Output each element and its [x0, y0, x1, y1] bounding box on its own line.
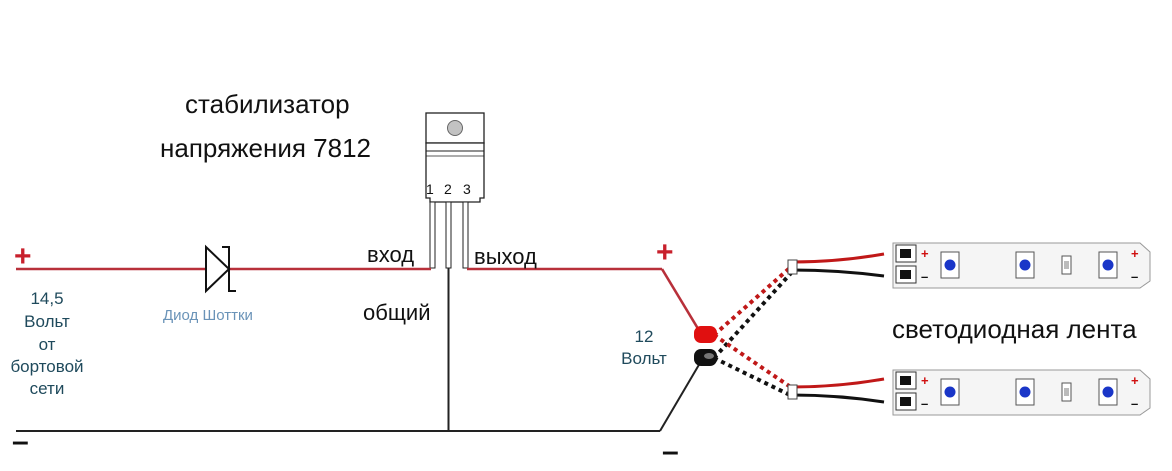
regulator-pin-1 [429, 201, 436, 269]
svg-text:бортовой: бортовой [10, 357, 83, 376]
strip-top-resistor [1061, 255, 1072, 275]
output-voltage-label: 12 Вольт [621, 327, 667, 368]
diode-cathode-bar [222, 246, 236, 292]
connector-positive [694, 326, 717, 343]
schottky-diode [205, 244, 236, 294]
strip-top-negative-lead [712, 270, 794, 360]
svg-text:Вольт: Вольт [621, 349, 667, 368]
output-connector [694, 326, 717, 366]
common-label: общий [363, 300, 431, 325]
strip-top-positive-lead [712, 264, 794, 337]
strip-bottom-led-3 [1098, 378, 1118, 406]
ground-to-connector-wire [659, 362, 701, 432]
regulator-mounting-hole [447, 120, 463, 136]
source-voltage-label: 14,5 Вольт от бортовой сети [10, 289, 83, 398]
output-label: выход [474, 244, 537, 269]
strip-top-led-1 [940, 251, 960, 279]
regulator-pin-1-label: 1 [426, 181, 434, 197]
strip-top-minus-right: – [1131, 269, 1138, 284]
regulator-title-line-2: напряжения 7812 [160, 133, 371, 163]
output-plus-sign: + [656, 236, 674, 269]
strip-bottom-negative-lead [713, 356, 793, 398]
svg-text:14,5: 14,5 [30, 289, 63, 308]
strip-bottom-minus-right: – [1131, 396, 1138, 411]
strip-bottom-minus-left: – [921, 396, 928, 411]
strip-bottom-resistor [1061, 382, 1072, 402]
regulator-pin-2 [445, 201, 452, 269]
diode-label: Диод Шоттки [163, 307, 253, 324]
svg-text:сети: сети [30, 379, 65, 398]
regulator-title-line-1: стабилизатор [185, 89, 350, 119]
strip-bottom-plus-left: + [921, 373, 929, 388]
regulator-body [425, 142, 485, 203]
svg-text:Вольт: Вольт [24, 312, 70, 331]
strip-bottom-led-2 [1015, 378, 1035, 406]
input-label: вход [367, 242, 414, 267]
regulator-pin-3 [462, 201, 469, 269]
voltage-regulator: 1 2 3 [425, 112, 485, 269]
strip-top-led-3 [1098, 251, 1118, 279]
source-minus-sign: – [12, 425, 29, 458]
wires [16, 264, 794, 432]
led-strip-bottom: + – + – [787, 369, 1151, 416]
strip-bottom-plus-right: + [1131, 373, 1139, 388]
regulator-pin-3-label: 3 [463, 181, 471, 197]
output-minus-sign: – [662, 435, 679, 468]
led-strip-label: светодиодная лента [892, 314, 1137, 344]
strip-top-led-2 [1015, 251, 1035, 279]
strip-top-minus-left: – [921, 269, 928, 284]
strip-bottom-led-1 [940, 378, 960, 406]
svg-text:12: 12 [635, 327, 654, 346]
strip-top-plus-right: + [1131, 246, 1139, 261]
strip-top-plus-left: + [921, 246, 929, 261]
diode-triangle [205, 244, 231, 294]
positive-to-connector-wire [660, 268, 702, 333]
led-strip-top: + – + – [787, 242, 1151, 289]
source-plus-sign: + [14, 240, 32, 273]
svg-text:от: от [39, 335, 56, 354]
regulator-pin-2-label: 2 [444, 181, 452, 197]
